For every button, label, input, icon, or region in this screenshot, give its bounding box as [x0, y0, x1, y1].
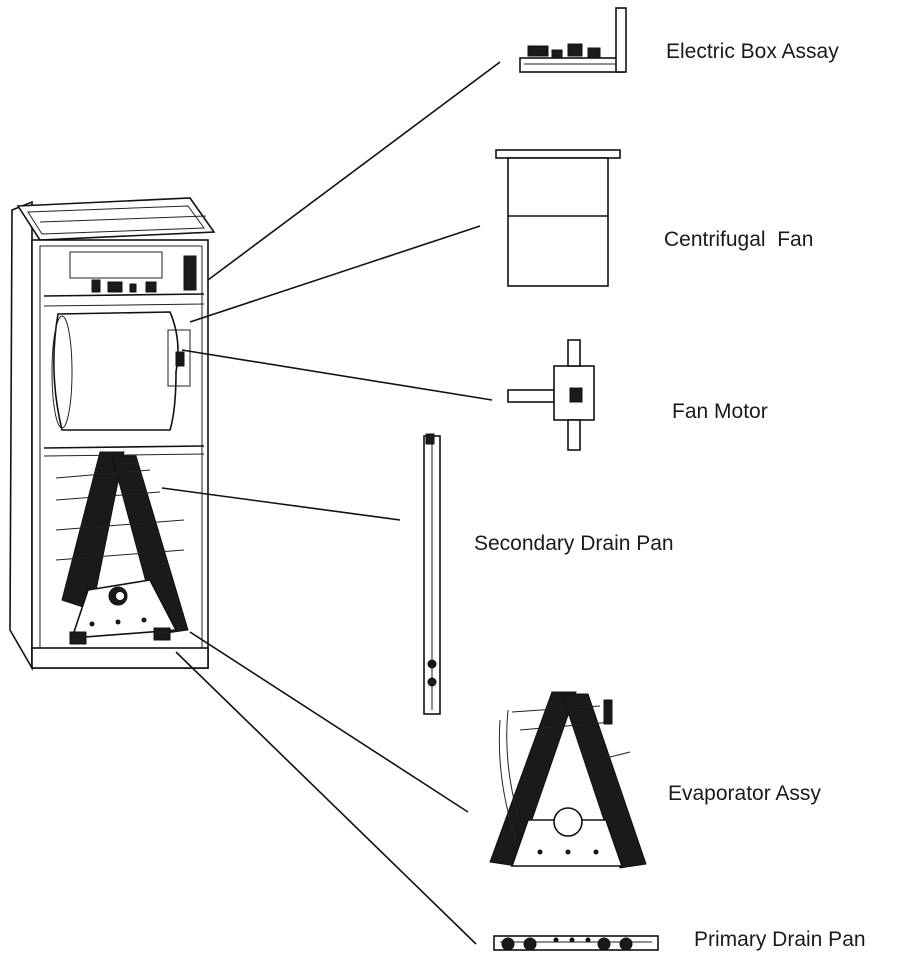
electric-box-drawing [519, 7, 627, 73]
label-fan-motor: Fan Motor [672, 400, 768, 423]
leader-evaporator [189, 631, 469, 813]
label-centrifugal-fan: Centrifugal Fan [664, 228, 814, 251]
primary-drain-pan-drawing [493, 935, 659, 951]
secondary-drain-pan-drawing [423, 433, 441, 715]
fan-motor-drawing [507, 339, 595, 451]
leader-fan-motor [181, 349, 493, 401]
leader-electric-box [207, 61, 501, 281]
leader-secondary-drain-pan [161, 487, 401, 521]
leader-lines [161, 61, 501, 945]
evaporator-drawing [489, 691, 647, 869]
air-handler-cabinet [9, 197, 216, 671]
label-primary-drain-pan: Primary Drain Pan [694, 928, 866, 951]
label-secondary-drain-pan: Secondary Drain Pan [474, 532, 674, 555]
label-evaporator: Evaporator Assy [668, 782, 821, 805]
leader-centrifugal-fan [189, 225, 481, 323]
label-electric-box: Electric Box Assay [666, 40, 839, 63]
leader-primary-drain-pan [175, 651, 477, 945]
centrifugal-fan-drawing [495, 149, 621, 287]
